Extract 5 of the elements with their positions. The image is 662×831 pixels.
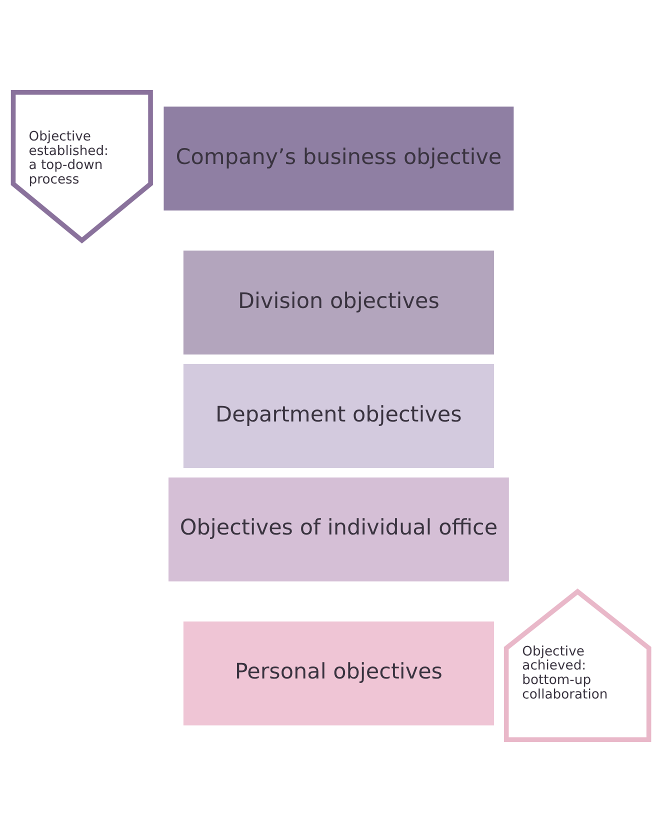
node-box: Personal objectives bbox=[183, 620, 494, 725]
node-box: Division objectives bbox=[183, 250, 494, 354]
node-box: Company’s business objective bbox=[164, 106, 514, 210]
node-box: Objectives of individual office bbox=[168, 477, 509, 581]
node-box: Department objectives bbox=[183, 364, 494, 468]
